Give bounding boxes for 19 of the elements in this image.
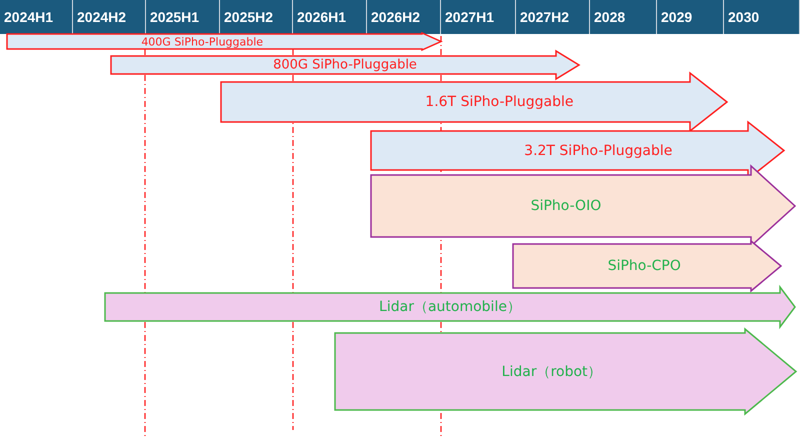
timeline-header-cell: 2024H1	[0, 0, 73, 34]
timeline-header-cell: 2026H1	[293, 0, 367, 34]
timeline-header-cell: 2030	[724, 0, 800, 34]
timeline-header-cell: 2028	[590, 0, 657, 34]
band-label: Lidar（automobile）	[379, 298, 521, 316]
timeline-header-cell: 2024H2	[73, 0, 146, 34]
timeline-header-cell: 2025H1	[146, 0, 220, 34]
band-label: 3.2T SiPho-Pluggable	[524, 142, 672, 158]
timeline-header-cell: 2027H1	[441, 0, 516, 34]
band-label: SiPho-CPO	[608, 258, 681, 274]
band-label: 400G SiPho-Pluggable	[141, 35, 264, 48]
timeline-header-cell: 2026H2	[367, 0, 441, 34]
band-label: SiPho-OIO	[530, 198, 602, 214]
band-label: Lidar（robot）	[502, 362, 602, 380]
band-label: 1.6T SiPho-Pluggable	[425, 94, 574, 110]
timeline-header-cell: 2025H2	[220, 0, 293, 34]
timeline-header-cell: 2029	[657, 0, 724, 34]
band-label: 800G SiPho-Pluggable	[273, 58, 417, 72]
timeline-header-cell: 2027H2	[516, 0, 590, 34]
